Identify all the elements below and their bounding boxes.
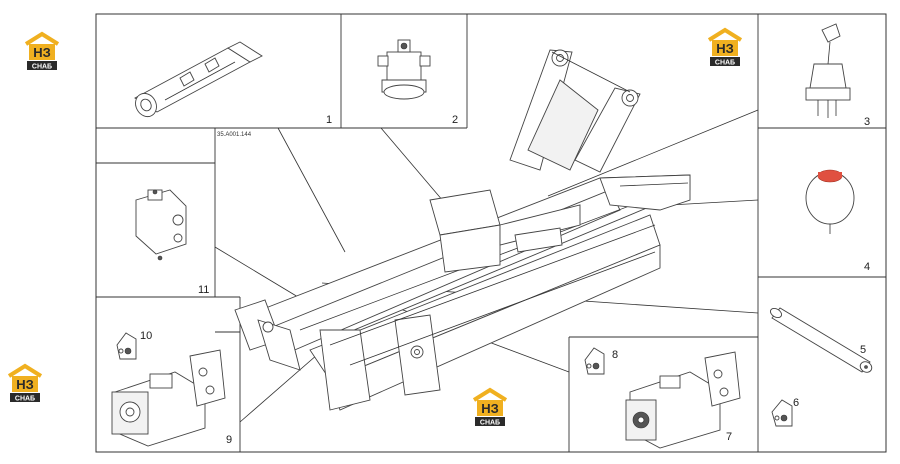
- logo-icon: НЗ СНАБ: [470, 386, 510, 428]
- logo-graphic: НЗ СНАБ: [472, 387, 508, 427]
- part-5-pin: [769, 307, 873, 373]
- logo-text: СНАБ: [480, 420, 500, 427]
- reference-code: 35.A001.144: [217, 132, 252, 138]
- callout-11: 11: [198, 284, 209, 296]
- callout-7: 7: [726, 431, 732, 443]
- logo-graphic: НЗ СНАБ: [707, 27, 743, 67]
- part-2-valve-block: [377, 39, 431, 100]
- callout-6: 6: [793, 397, 799, 409]
- logo-mark: НЗ: [16, 377, 34, 392]
- part-8-bracket: [584, 347, 605, 375]
- boom-assembly: [234, 49, 691, 411]
- callout-8: 8: [612, 349, 618, 361]
- logo-mark: НЗ: [716, 41, 734, 56]
- callout-9: 9: [226, 434, 232, 446]
- part-10-bracket: [116, 332, 137, 360]
- logo-graphic: НЗ СНАБ: [24, 31, 60, 71]
- part-11-valve-body: [135, 189, 187, 261]
- part-6-bracket: [771, 399, 793, 427]
- callout-4: 4: [864, 261, 870, 273]
- logo-text: СНАБ: [32, 64, 52, 71]
- logo-icon: НЗ СНАБ: [22, 30, 62, 72]
- logo-icon: НЗ СНАБ: [5, 362, 45, 404]
- callout-1: 1: [326, 114, 332, 126]
- logo-graphic: НЗ СНАБ: [7, 363, 43, 403]
- part-4-accumulator: [805, 169, 855, 234]
- part-9-pump: [111, 349, 226, 447]
- diagram-border: [95, 13, 887, 453]
- logo-text: СНАБ: [715, 60, 735, 67]
- callout-2: 2: [452, 114, 458, 126]
- part-7-pump: [625, 351, 741, 449]
- callout-5: 5: [860, 344, 866, 356]
- part-1-valve-tube: [134, 41, 263, 118]
- logo-icon: НЗ СНАБ: [705, 26, 745, 68]
- part-3-joystick: [805, 23, 851, 118]
- logo-mark: НЗ: [481, 401, 499, 416]
- callout-3: 3: [864, 116, 870, 128]
- logo-text: СНАБ: [15, 396, 35, 403]
- callout-10: 10: [140, 330, 152, 342]
- logo-mark: НЗ: [33, 45, 51, 60]
